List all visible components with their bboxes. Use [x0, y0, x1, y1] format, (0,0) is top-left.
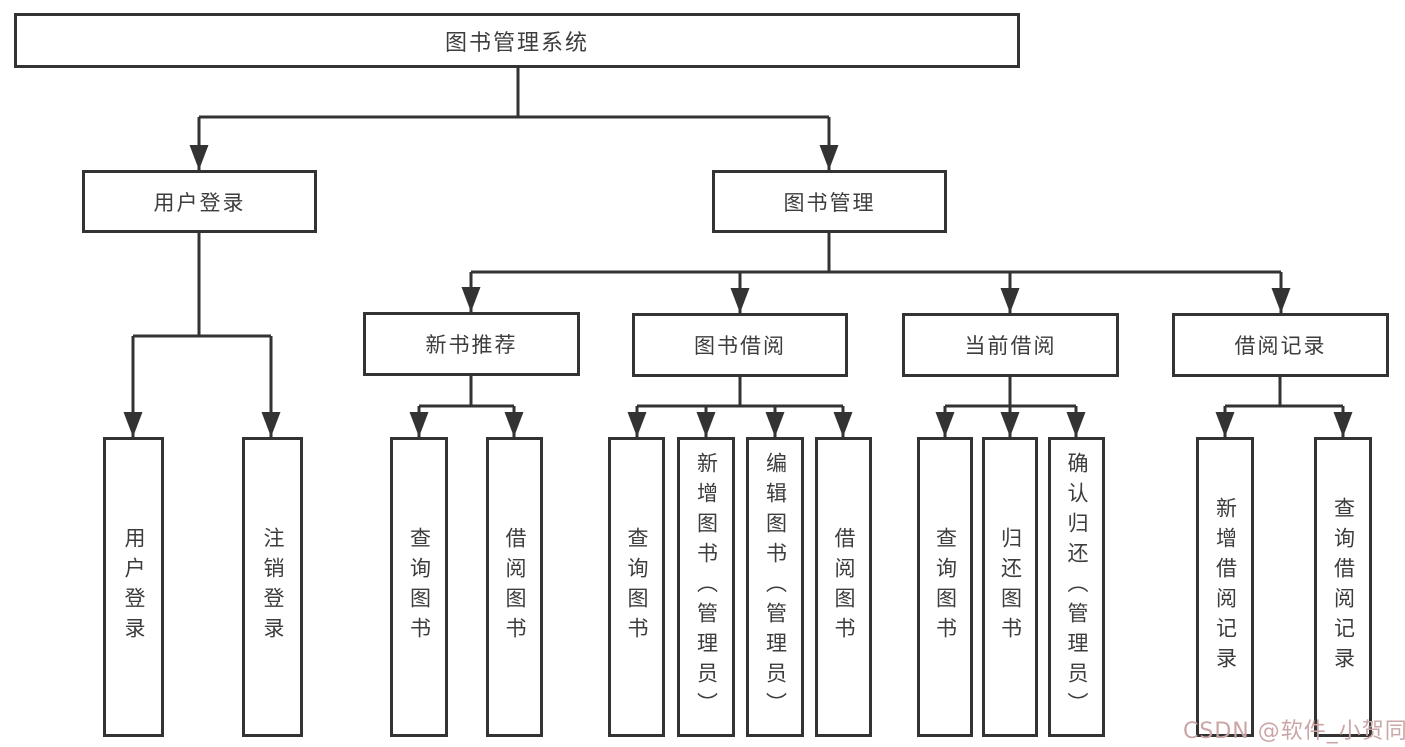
node-borrowing-records: 借阅记录 — [1172, 313, 1389, 377]
node-label: 查询图书 — [625, 527, 649, 647]
node-label: 当前借阅 — [964, 334, 1057, 358]
node-new-book-recommend: 新书推荐 — [363, 312, 580, 376]
arrowhead-icon — [696, 412, 716, 437]
leaf-add-borrow-record: 新增借阅记录 — [1196, 437, 1254, 737]
leaf-edit-books-admin: 编辑图书（管理员） — [746, 437, 804, 737]
arrowhead-icon — [627, 412, 647, 437]
arrowhead-icon — [409, 412, 429, 437]
leaf-query-borrow-record: 查询借阅记录 — [1314, 437, 1372, 737]
node-library-management-system: 图书管理系统 — [14, 13, 1020, 68]
leaf-query-books-current: 查询图书 — [917, 437, 973, 737]
leaf-query-books-borrowing: 查询图书 — [608, 437, 665, 737]
node-label: 查询图书 — [407, 527, 432, 647]
arrowhead-icon — [765, 412, 785, 437]
node-label: 借阅记录 — [1234, 334, 1327, 358]
leaf-user-login: 用户登录 — [103, 437, 164, 737]
node-label: 查询借阅记录 — [1331, 497, 1356, 677]
node-label: 新书推荐 — [425, 333, 518, 357]
arrowhead-icon — [1215, 412, 1235, 437]
node-label: 编辑图书（管理员） — [763, 452, 788, 722]
node-label: 用户登录 — [122, 527, 146, 647]
arrowhead-icon — [1333, 412, 1353, 437]
arrowhead-icon — [123, 412, 143, 437]
arrowhead-icon — [730, 288, 750, 313]
arrowhead-icon — [461, 287, 481, 312]
tree-edges — [131, 68, 1345, 437]
node-book-management: 图书管理 — [712, 170, 947, 233]
arrowhead-icon — [1000, 288, 1020, 313]
node-label: 确认归还（管理员） — [1065, 452, 1089, 722]
arrowhead-icon — [189, 145, 209, 170]
node-label: 图书管理系统 — [444, 30, 589, 56]
arrowhead-icon — [1066, 412, 1086, 437]
csdn-watermark: CSDN @软件_小贺同学 — [1183, 719, 1405, 744]
node-label: 图书管理 — [783, 190, 876, 215]
leaf-borrow-books: 借阅图书 — [815, 437, 872, 737]
node-label: 借阅图书 — [503, 527, 527, 647]
arrowhead-icon — [261, 412, 281, 437]
node-label: 用户登录 — [153, 190, 246, 215]
node-label: 查询图书 — [933, 527, 958, 647]
node-current-borrowing: 当前借阅 — [902, 313, 1119, 377]
arrowhead-icon — [935, 412, 955, 437]
node-label: 借阅图书 — [832, 527, 856, 647]
leaf-return-books: 归还图书 — [982, 437, 1038, 737]
arrowhead-icon — [1000, 412, 1020, 437]
node-label: 注销登录 — [261, 527, 285, 647]
arrowhead-icon — [819, 145, 839, 170]
leaf-add-books-admin: 新增图书（管理员） — [677, 437, 735, 737]
leaf-confirm-return-admin: 确认归还（管理员） — [1048, 437, 1105, 737]
arrowheads — [123, 145, 1353, 437]
leaf-logout: 注销登录 — [242, 437, 303, 737]
node-label: 新增图书（管理员） — [694, 452, 719, 722]
node-user-login: 用户登录 — [82, 170, 317, 233]
node-book-borrowing: 图书借阅 — [632, 313, 848, 377]
node-label: 图书借阅 — [694, 334, 786, 358]
arrowhead-icon — [833, 412, 853, 437]
leaf-borrow-books-recommend: 借阅图书 — [486, 437, 543, 737]
node-label: 归还图书 — [998, 527, 1023, 647]
arrowhead-icon — [504, 412, 524, 437]
leaf-query-books-recommend: 查询图书 — [390, 437, 448, 737]
arrowhead-icon — [1271, 288, 1291, 313]
node-label: 新增借阅记录 — [1213, 497, 1238, 677]
